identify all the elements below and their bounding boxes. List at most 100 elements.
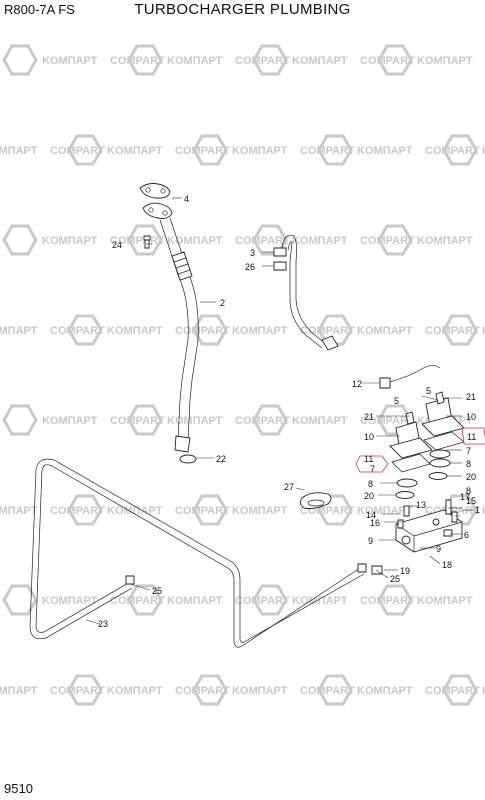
svg-text:COMPART: COMPART <box>360 235 415 247</box>
leader-lines <box>85 197 474 625</box>
callout-8-right-lower[interactable]: 8 <box>466 486 471 496</box>
highlight-11-left <box>355 455 389 473</box>
callout-8-left[interactable]: 8 <box>368 479 373 489</box>
callout-9-right[interactable]: 9 <box>436 544 441 554</box>
gasket-11-right <box>423 431 465 451</box>
callout-labels: 4 24 2 22 3 26 12 5 21 10 11 7 8 20 8 5 … <box>98 194 480 629</box>
callout-10-left[interactable]: 10 <box>364 432 374 442</box>
callout-20-left[interactable]: 20 <box>364 491 374 501</box>
callout-2[interactable]: 2 <box>220 298 225 308</box>
svg-text:COMPART: COMPART <box>300 145 355 157</box>
callout-7-left[interactable]: 7 <box>370 464 375 474</box>
svg-text:KOMПАРТ: KOMПАРТ <box>292 415 348 427</box>
callout-16[interactable]: 16 <box>370 518 380 528</box>
svg-text:KOMПАРТ: KOMПАРТ <box>42 595 98 607</box>
callout-20-right[interactable]: 20 <box>466 472 476 482</box>
callout-10-right[interactable]: 10 <box>466 412 476 422</box>
tube-23-loop <box>29 458 367 648</box>
svg-text:KOMПАРТ: KOMПАРТ <box>232 325 288 337</box>
callout-25-right[interactable]: 25 <box>390 574 400 584</box>
fitting-25-left <box>125 575 135 585</box>
watermark-logo: KOMПАРТ COMPART <box>252 44 415 76</box>
callout-9-left[interactable]: 9 <box>368 536 373 546</box>
gasket-11-left <box>391 453 431 473</box>
fitting-13 <box>403 505 410 517</box>
gasket-4-upper <box>139 183 171 199</box>
manifold-port <box>432 518 440 526</box>
callout-5-right[interactable]: 5 <box>426 386 431 396</box>
svg-text:COMPART: COMPART <box>110 415 165 427</box>
svg-text:KOMПАРТ: KOMПАРТ <box>0 145 38 157</box>
svg-text:KOMПАРТ: KOMПАРТ <box>292 595 348 607</box>
callout-15[interactable]: 15 <box>466 496 476 506</box>
svg-text:KOMПАРТ: KOMПАРТ <box>0 505 38 517</box>
callout-13[interactable]: 13 <box>416 500 426 510</box>
svg-text:COMPART: COMPART <box>235 55 290 67</box>
manifold-port <box>401 535 411 545</box>
svg-text:KOMПАРТ: KOMПАРТ <box>167 415 223 427</box>
clamp-22 <box>179 454 197 464</box>
callout-17[interactable]: 17 <box>460 492 470 502</box>
oring-8-right <box>429 458 451 468</box>
callout-3[interactable]: 3 <box>250 248 255 258</box>
oring-8-left <box>396 478 418 488</box>
svg-text:KOMПАРТ: KOMПАРТ <box>417 235 473 247</box>
gasket-hole <box>160 188 166 194</box>
solenoid-manifold-assembly <box>299 365 485 575</box>
svg-text:COMPART: COMPART <box>50 505 105 517</box>
callout-4[interactable]: 4 <box>184 194 189 204</box>
page-title: TURBOCHARGER PLUMBING <box>134 1 351 18</box>
sensor-12-wire <box>389 365 441 383</box>
svg-text:COMPART: COMPART <box>235 595 290 607</box>
svg-text:KOMПАРТ: KOMПАРТ <box>292 55 348 67</box>
oring-20-left <box>395 491 415 499</box>
callout-7-right[interactable]: 7 <box>466 446 471 456</box>
callout-25-left[interactable]: 25 <box>152 586 162 596</box>
callout-26[interactable]: 26 <box>245 262 255 272</box>
svg-text:KOMПАРТ: KOMПАРТ <box>0 685 38 697</box>
callout-21-left[interactable]: 21 <box>364 412 374 422</box>
svg-text:COMPART: COMPART <box>360 55 415 67</box>
callout-14[interactable]: 14 <box>366 510 376 520</box>
svg-text:KOMПАРТ: KOMПАРТ <box>107 325 163 337</box>
callout-8-right[interactable]: 8 <box>466 459 471 469</box>
bolt-21-right <box>435 391 445 405</box>
callout-6[interactable]: 6 <box>464 530 469 540</box>
gasket-hole <box>145 187 151 193</box>
callout-27[interactable]: 27 <box>284 482 294 492</box>
bracket-27-hole <box>307 499 325 507</box>
tube-3-body <box>281 234 327 345</box>
callout-5-left[interactable]: 5 <box>394 396 399 406</box>
callout-18[interactable]: 18 <box>442 560 452 570</box>
svg-text:KOMПАРТ: KOMПАРТ <box>232 685 288 697</box>
svg-text:COMPART: COMPART <box>425 685 480 697</box>
callout-21-right[interactable]: 21 <box>466 392 476 402</box>
callout-11-right[interactable]: 11 <box>467 432 476 442</box>
fitting-26 <box>273 261 287 271</box>
callout-22[interactable]: 22 <box>216 454 226 464</box>
callout-24[interactable]: 24 <box>112 240 122 250</box>
svg-text:KOMПАРТ: KOMПАРТ <box>417 55 473 67</box>
callout-19[interactable]: 19 <box>400 566 410 576</box>
watermark-logo: KOMПАРТ COMPART <box>0 505 105 517</box>
svg-text:COMPART: COMPART <box>235 235 290 247</box>
callout-1[interactable]: 1 <box>475 505 480 515</box>
fitting-3 <box>273 247 287 257</box>
callout-23[interactable]: 23 <box>98 619 108 629</box>
callout-11-left[interactable]: 11 <box>364 454 373 464</box>
svg-text:COMPART: COMPART <box>360 595 415 607</box>
callout-12[interactable]: 12 <box>352 379 362 389</box>
